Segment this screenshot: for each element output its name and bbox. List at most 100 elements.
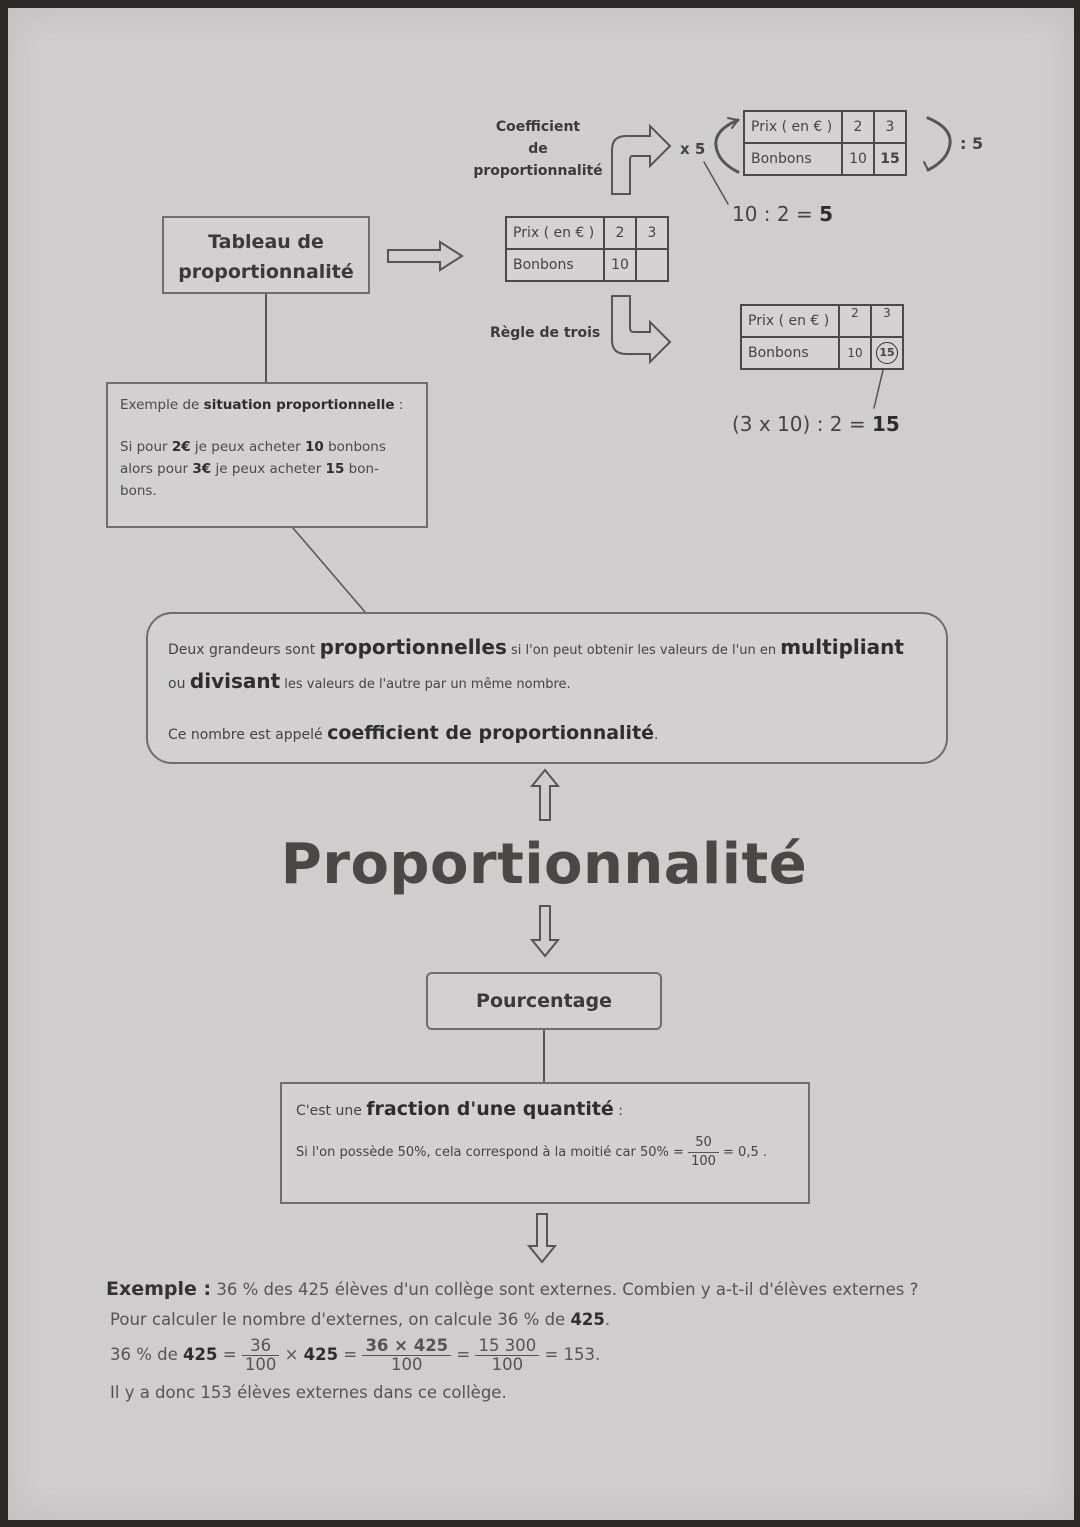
exemple-l3-b: 425 bbox=[183, 1345, 218, 1364]
main-table: Prix ( en € ) 2 3 Bonbons 10 bbox=[505, 216, 669, 282]
down-arrow-icon-2 bbox=[526, 1213, 558, 1264]
regle-d2: 15 bbox=[876, 342, 898, 364]
exemple-425: 425 bbox=[303, 1345, 339, 1364]
regle-c1: 2 bbox=[838, 304, 872, 338]
exemple-f2-den: 100 bbox=[391, 1355, 423, 1374]
situation-l1-c: je peux acheter bbox=[190, 439, 305, 455]
definition-line1: Deux grandeurs sont proportionnelles si … bbox=[168, 632, 926, 666]
coefficient-calc: 10 : 2 = 5 bbox=[732, 202, 833, 226]
coef-d2: 15 bbox=[873, 142, 907, 176]
definition-p3-b: coefficient de proportionnalité bbox=[327, 722, 655, 744]
coef-row2-label: Bonbons bbox=[743, 142, 843, 176]
main-c2: 3 bbox=[635, 216, 669, 250]
exemple-line2: Pour calculer le nombre d'externes, on c… bbox=[106, 1305, 986, 1335]
curl-arrow-left-icon bbox=[714, 118, 740, 174]
regle-label: Règle de trois bbox=[490, 325, 601, 341]
exemple-l2-c: . bbox=[604, 1310, 611, 1329]
definition-p1-a: Deux grandeurs sont bbox=[168, 642, 320, 658]
main-d2 bbox=[635, 248, 669, 282]
situation-l2-d: 15 bbox=[325, 461, 345, 477]
fraction-l1-a: C'est une bbox=[296, 1103, 367, 1119]
regle-row2-label: Bonbons bbox=[740, 336, 840, 370]
definition-p1-b: proportionnelles bbox=[319, 635, 507, 659]
definition-p3-a: Ce nombre est appelé bbox=[168, 727, 328, 743]
exemple-l2-a: Pour calculer le nombre d'externes, on c… bbox=[110, 1310, 571, 1329]
fraction-l2-b: = 0,5 . bbox=[718, 1145, 767, 1160]
situation-l1-e: bonbons bbox=[323, 439, 386, 455]
situation-l2-e: bon- bbox=[344, 461, 379, 477]
coef-table: Prix ( en € ) 2 3 Bonbons 10 15 bbox=[743, 110, 907, 176]
curl-arrow-right-icon bbox=[926, 116, 952, 172]
regle-table: Prix ( en € ) 2 3 Bonbons 10 15 bbox=[740, 304, 904, 370]
coefficient-label-line2: de bbox=[528, 141, 548, 157]
coefficient-calc-a: 10 : 2 = bbox=[732, 202, 820, 226]
mult-label: x 5 bbox=[680, 140, 706, 158]
fraction-l2-a: Si l'on possède 50%, cela correspond à l… bbox=[296, 1145, 689, 1160]
fraction-line2: Si l'on possède 50%, cela correspond à l… bbox=[296, 1134, 794, 1171]
exemple-f3-num: 15 300 bbox=[475, 1337, 540, 1356]
situation-l1-a: Si pour bbox=[120, 439, 172, 455]
exemple-f1-num: 36 bbox=[241, 1337, 280, 1356]
situation-box: Exemple de situation proportionnelle : S… bbox=[106, 382, 428, 528]
definition-p1-d: multipliant bbox=[780, 635, 904, 659]
situation-title-b: situation proportionnelle bbox=[203, 397, 395, 413]
situation-line1: Si pour 2€ je peux acheter 10 bonbons bbox=[120, 436, 414, 458]
exemple-l2-b: 425 bbox=[570, 1310, 605, 1329]
fraction-num: 50 bbox=[688, 1134, 719, 1153]
definition-p2-c: les valeurs de l'autre par un même nombr… bbox=[280, 677, 571, 692]
exemple-line1: Exemple : 36 % des 425 élèves d'un collè… bbox=[106, 1274, 986, 1305]
exemple-eq: = bbox=[338, 1345, 363, 1364]
situation-title-c: : bbox=[394, 397, 404, 413]
main-d1: 10 bbox=[603, 248, 637, 282]
situation-l2-b: 3€ bbox=[192, 461, 212, 477]
curved-arrow-down-icon bbox=[611, 295, 672, 365]
exemple-f1-den: 100 bbox=[244, 1355, 277, 1374]
div-label: : 5 bbox=[960, 134, 984, 153]
down-arrow-icon bbox=[529, 905, 561, 958]
situation-title-a: Exemple de bbox=[120, 397, 204, 413]
regle-calc-b: 15 bbox=[871, 412, 900, 436]
definition-p2-b: divisant bbox=[189, 669, 281, 693]
situation-l1-d: 10 bbox=[305, 439, 324, 455]
exemple-eq-2: = bbox=[451, 1345, 476, 1364]
fraction-line1: C'est une fraction d'une quantité : bbox=[296, 1096, 794, 1124]
exemple-l3-c: = bbox=[217, 1345, 242, 1364]
right-arrow-icon bbox=[387, 240, 464, 272]
tableau-heading-line2: proportionnalité bbox=[178, 261, 354, 283]
definition-line3: Ce nombre est appelé coefficient de prop… bbox=[168, 720, 926, 748]
main-row1-label: Prix ( en € ) bbox=[505, 216, 605, 250]
definition-p1-c: si l'on peut obtenir les valeurs de l'un… bbox=[506, 643, 781, 658]
exemple-times: × bbox=[279, 1345, 304, 1364]
exemple-line4: Il y a donc 153 élèves externes dans ce … bbox=[110, 1383, 507, 1402]
situation-title: Exemple de situation proportionnelle : bbox=[120, 394, 414, 416]
exemple-label: Exemple : bbox=[106, 1278, 212, 1300]
regle-calc: (3 x 10) : 2 = 15 bbox=[732, 412, 900, 436]
page-title: Proportionnalité bbox=[280, 832, 808, 897]
coef-row1-label: Prix ( en € ) bbox=[743, 110, 843, 144]
pourcentage-heading: Pourcentage bbox=[476, 990, 612, 1012]
definition-line2: ou divisant les valeurs de l'autre par u… bbox=[168, 666, 926, 700]
situation-line2: alors pour 3€ je peux acheter 15 bon- bbox=[120, 458, 414, 480]
exemple-f3-den: 100 bbox=[491, 1355, 524, 1374]
exemple-result: = 153. bbox=[539, 1345, 601, 1364]
exemple-question: 36 % des 425 élèves d'un collège sont ex… bbox=[211, 1280, 919, 1299]
fraction-box: C'est une fraction d'une quantité : Si l… bbox=[280, 1082, 810, 1204]
regle-d1: 10 bbox=[838, 336, 872, 370]
up-arrow-icon bbox=[529, 768, 561, 821]
main-c1: 2 bbox=[603, 216, 637, 250]
exemple-l3-a: 36 % de bbox=[110, 1345, 184, 1364]
main-row2-label: Bonbons bbox=[505, 248, 605, 282]
definition-p3-c: . bbox=[654, 727, 659, 743]
tableau-heading-line1: Tableau de bbox=[208, 231, 324, 253]
coefficient-label-line3: proportionnalité bbox=[473, 163, 603, 179]
coef-d1: 10 bbox=[841, 142, 875, 176]
coef-c1: 2 bbox=[841, 110, 875, 144]
exemple-block: Exemple : 36 % des 425 élèves d'un collè… bbox=[106, 1274, 986, 1408]
situation-l1-b: 2€ bbox=[171, 439, 191, 455]
regle-row1-label: Prix ( en € ) bbox=[740, 304, 840, 338]
